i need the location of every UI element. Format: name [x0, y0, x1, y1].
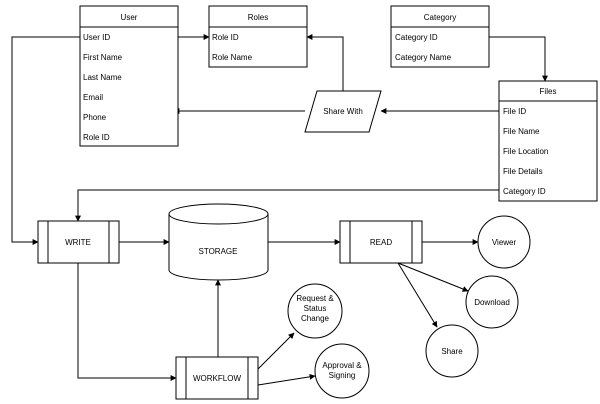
node-viewer: Viewer: [477, 215, 531, 269]
table-files-title: Files: [540, 87, 557, 96]
table-user-field: Last Name: [83, 73, 122, 82]
table-files-field: File Location: [503, 147, 548, 156]
storage-label: STORAGE: [199, 247, 238, 256]
table-user-title: User: [121, 13, 138, 22]
table-user-field: User ID: [83, 33, 110, 42]
table-user-field: Phone: [83, 113, 107, 122]
node-approval-signing: Approval &Signing: [314, 343, 370, 399]
viewer-label: Viewer: [492, 238, 517, 247]
edge-read-to-download: [397, 262, 469, 292]
share-with-label: Share With: [323, 107, 363, 116]
table-user-field: First Name: [83, 53, 123, 62]
edge-workflow-to-approval: [257, 373, 316, 386]
edge-read-to-share: [397, 262, 438, 328]
table-category: Category Category ID Category Name: [390, 5, 490, 68]
read-label: READ: [370, 238, 392, 247]
connectors: [11, 34, 548, 386]
workflow-label: WORKFLOW: [193, 374, 241, 383]
table-category-field: Category ID: [395, 33, 438, 42]
edge-workflow-to-request: [257, 332, 295, 370]
edge-user-id-to-write: [11, 36, 80, 245]
edge-share-with-to-roles: [306, 34, 344, 91]
write-label: WRITE: [65, 238, 91, 247]
table-category-title: Category: [424, 13, 456, 22]
table-category-fields: Category ID Category Name: [395, 33, 452, 62]
table-roles-field: Role ID: [212, 33, 239, 42]
request-label-line: Request &: [296, 294, 334, 303]
request-label-line: Status: [304, 304, 327, 313]
download-label: Download: [474, 298, 510, 307]
node-storage: STORAGE: [168, 203, 269, 281]
node-read: READ: [339, 220, 423, 264]
table-user-field: Role ID: [83, 133, 110, 142]
edge-category-to-files: [489, 36, 548, 82]
table-files-field: File ID: [503, 107, 526, 116]
node-write: WRITE: [37, 220, 120, 264]
table-files-field: File Details: [503, 167, 543, 176]
node-download: Download: [465, 275, 519, 329]
request-label-line: Change: [301, 314, 330, 323]
table-user-field: Email: [83, 93, 103, 102]
table-roles: Roles Role ID Role Name: [208, 5, 308, 68]
node-workflow: WORKFLOW: [175, 356, 259, 400]
table-category-field: Category Name: [395, 53, 452, 62]
edge-files-category-to-write: [75, 189, 499, 222]
table-roles-field: Role Name: [212, 53, 253, 62]
approval-label: Approval &Signing: [322, 361, 362, 380]
approval-label-line: Approval &: [322, 361, 362, 370]
table-files-field: Category ID: [503, 187, 546, 196]
approval-label-line: Signing: [329, 371, 356, 380]
table-files-field: File Name: [503, 127, 540, 136]
node-share: Share: [425, 324, 479, 378]
table-roles-title: Roles: [248, 13, 268, 22]
share-label: Share: [441, 347, 463, 356]
edge-write-to-workflow: [77, 263, 177, 381]
table-roles-fields: Role ID Role Name: [212, 33, 253, 62]
node-share-with: Share With: [304, 90, 382, 133]
